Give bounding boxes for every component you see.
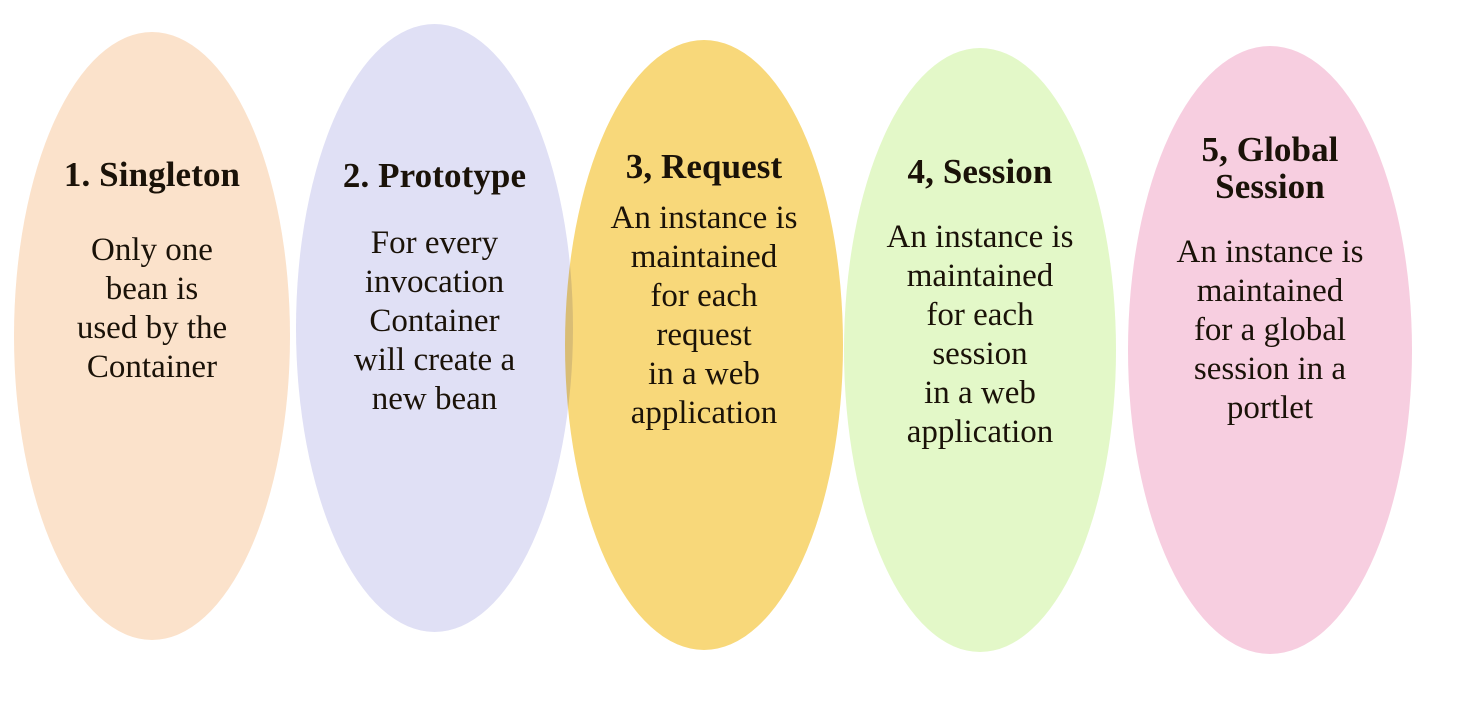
scope-ellipse-singleton: 1. Singleton Only one bean is used by th… xyxy=(14,32,290,640)
scope-ellipse-request: 3, Request An instance is maintained for… xyxy=(565,40,843,650)
scope-title-prototype: 2. Prototype xyxy=(342,156,527,195)
scope-description-global-session: An instance is maintained for a global s… xyxy=(1176,234,1364,426)
scope-ellipse-session: 4, Session An instance is maintained for… xyxy=(844,48,1116,652)
scope-title-request: 3, Request xyxy=(625,147,783,186)
scope-description-singleton: Only one bean is used by the Container xyxy=(76,232,228,385)
scope-description-prototype: For every invocation Container will crea… xyxy=(353,225,516,417)
scope-title-global-session: 5, Global Session xyxy=(1201,130,1339,207)
scope-description-session: An instance is maintained for each sessi… xyxy=(886,219,1074,450)
scope-description-request: An instance is maintained for each reque… xyxy=(610,200,798,431)
scope-title-singleton: 1. Singleton xyxy=(63,155,241,194)
scope-ellipse-prototype: 2. Prototype For every invocation Contai… xyxy=(296,24,573,632)
scope-ellipse-global-session: 5, Global Session An instance is maintai… xyxy=(1128,46,1412,654)
scope-title-session: 4, Session xyxy=(907,152,1053,191)
